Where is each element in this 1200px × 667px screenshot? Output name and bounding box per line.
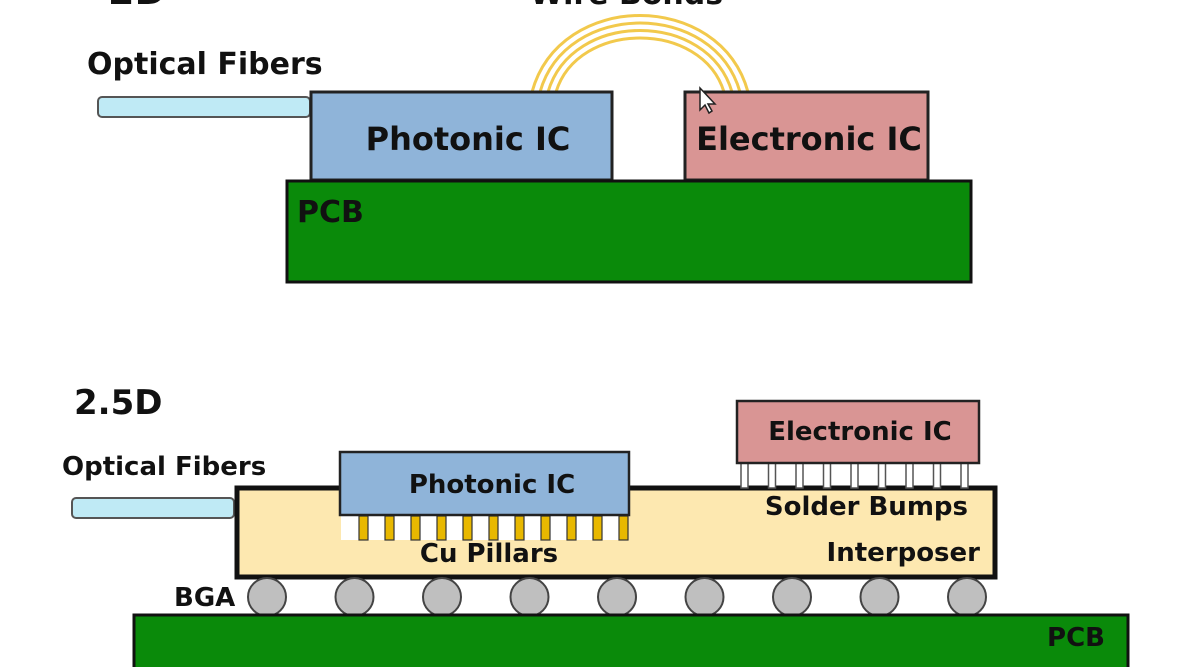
solder-bump [767,462,777,489]
bga-ball [859,577,900,617]
solder-bump [960,462,969,489]
bga-ball [247,577,287,617]
bga-ball [334,577,375,617]
photonic-ic-2d [309,90,614,182]
pcb-2d [285,179,973,284]
cu-pillar [410,515,421,541]
cu-pillar [436,515,447,541]
solder-bumps [740,462,969,489]
wire-bonds-label: Wire Bonds [530,0,723,12]
bga-ball [947,577,987,617]
cu-pillar [514,515,525,541]
photonic-ic-label-2-5d: Photonic IC [409,470,575,500]
bga-ball [684,577,725,617]
bga-balls [247,577,987,617]
pcb-label-2-5d: PCB [1047,623,1105,653]
solder-bump [795,462,804,489]
section-title-2d: 2D [108,0,166,13]
bga-ball [422,577,462,617]
section-title-2-5d: 2.5D [74,383,162,423]
optical-fiber-2d [97,96,311,118]
pcb-label-2d: PCB [297,195,364,230]
cu-pillar [540,515,551,541]
cu-pillar [462,515,473,541]
optical-fibers-label-2d: Optical Fibers [87,47,323,82]
solder-bump [822,462,832,489]
wire-bonds [530,14,750,93]
cu-pillar [618,515,629,541]
wire-bond-2 [538,21,742,93]
wire-bond-4 [554,36,726,93]
interposer-label: Interposer [827,538,981,568]
solder-bump [850,462,859,489]
bga-ball [772,577,812,617]
bga-ball [597,577,637,617]
solder-bump [905,462,914,489]
solder-bump [877,462,887,489]
cu-pillars-label: Cu Pillars [420,539,558,569]
solder-bump [740,462,749,489]
electronic-ic-2-5d [735,399,981,465]
optical-fibers-label-2-5d: Optical Fibers [62,452,266,482]
pcb-2-5d [132,613,1130,667]
bga-label: BGA [174,583,235,613]
cu-pillar [358,515,369,541]
photonic-ic-2-5d [338,450,631,517]
cu-pillar [488,515,499,541]
cu-pillars [358,515,629,541]
electronic-ic-2d [683,90,930,182]
wire-bond-3 [546,29,734,93]
electronic-ic-label-2d: Electronic IC [696,120,922,158]
cu-pillar [384,515,395,541]
cu-pillar [566,515,577,541]
solder-bump [932,462,942,489]
cu-pillar [592,515,603,541]
bga-ball [509,577,550,617]
optical-fiber-2-5d [71,497,235,519]
mouse-cursor-icon [699,86,717,115]
photonic-ic-label-2d: Photonic IC [366,120,571,158]
electronic-ic-label-2-5d: Electronic IC [768,417,951,447]
wire-bond-1 [530,14,750,93]
solder-bumps-label: Solder Bumps [765,492,968,522]
